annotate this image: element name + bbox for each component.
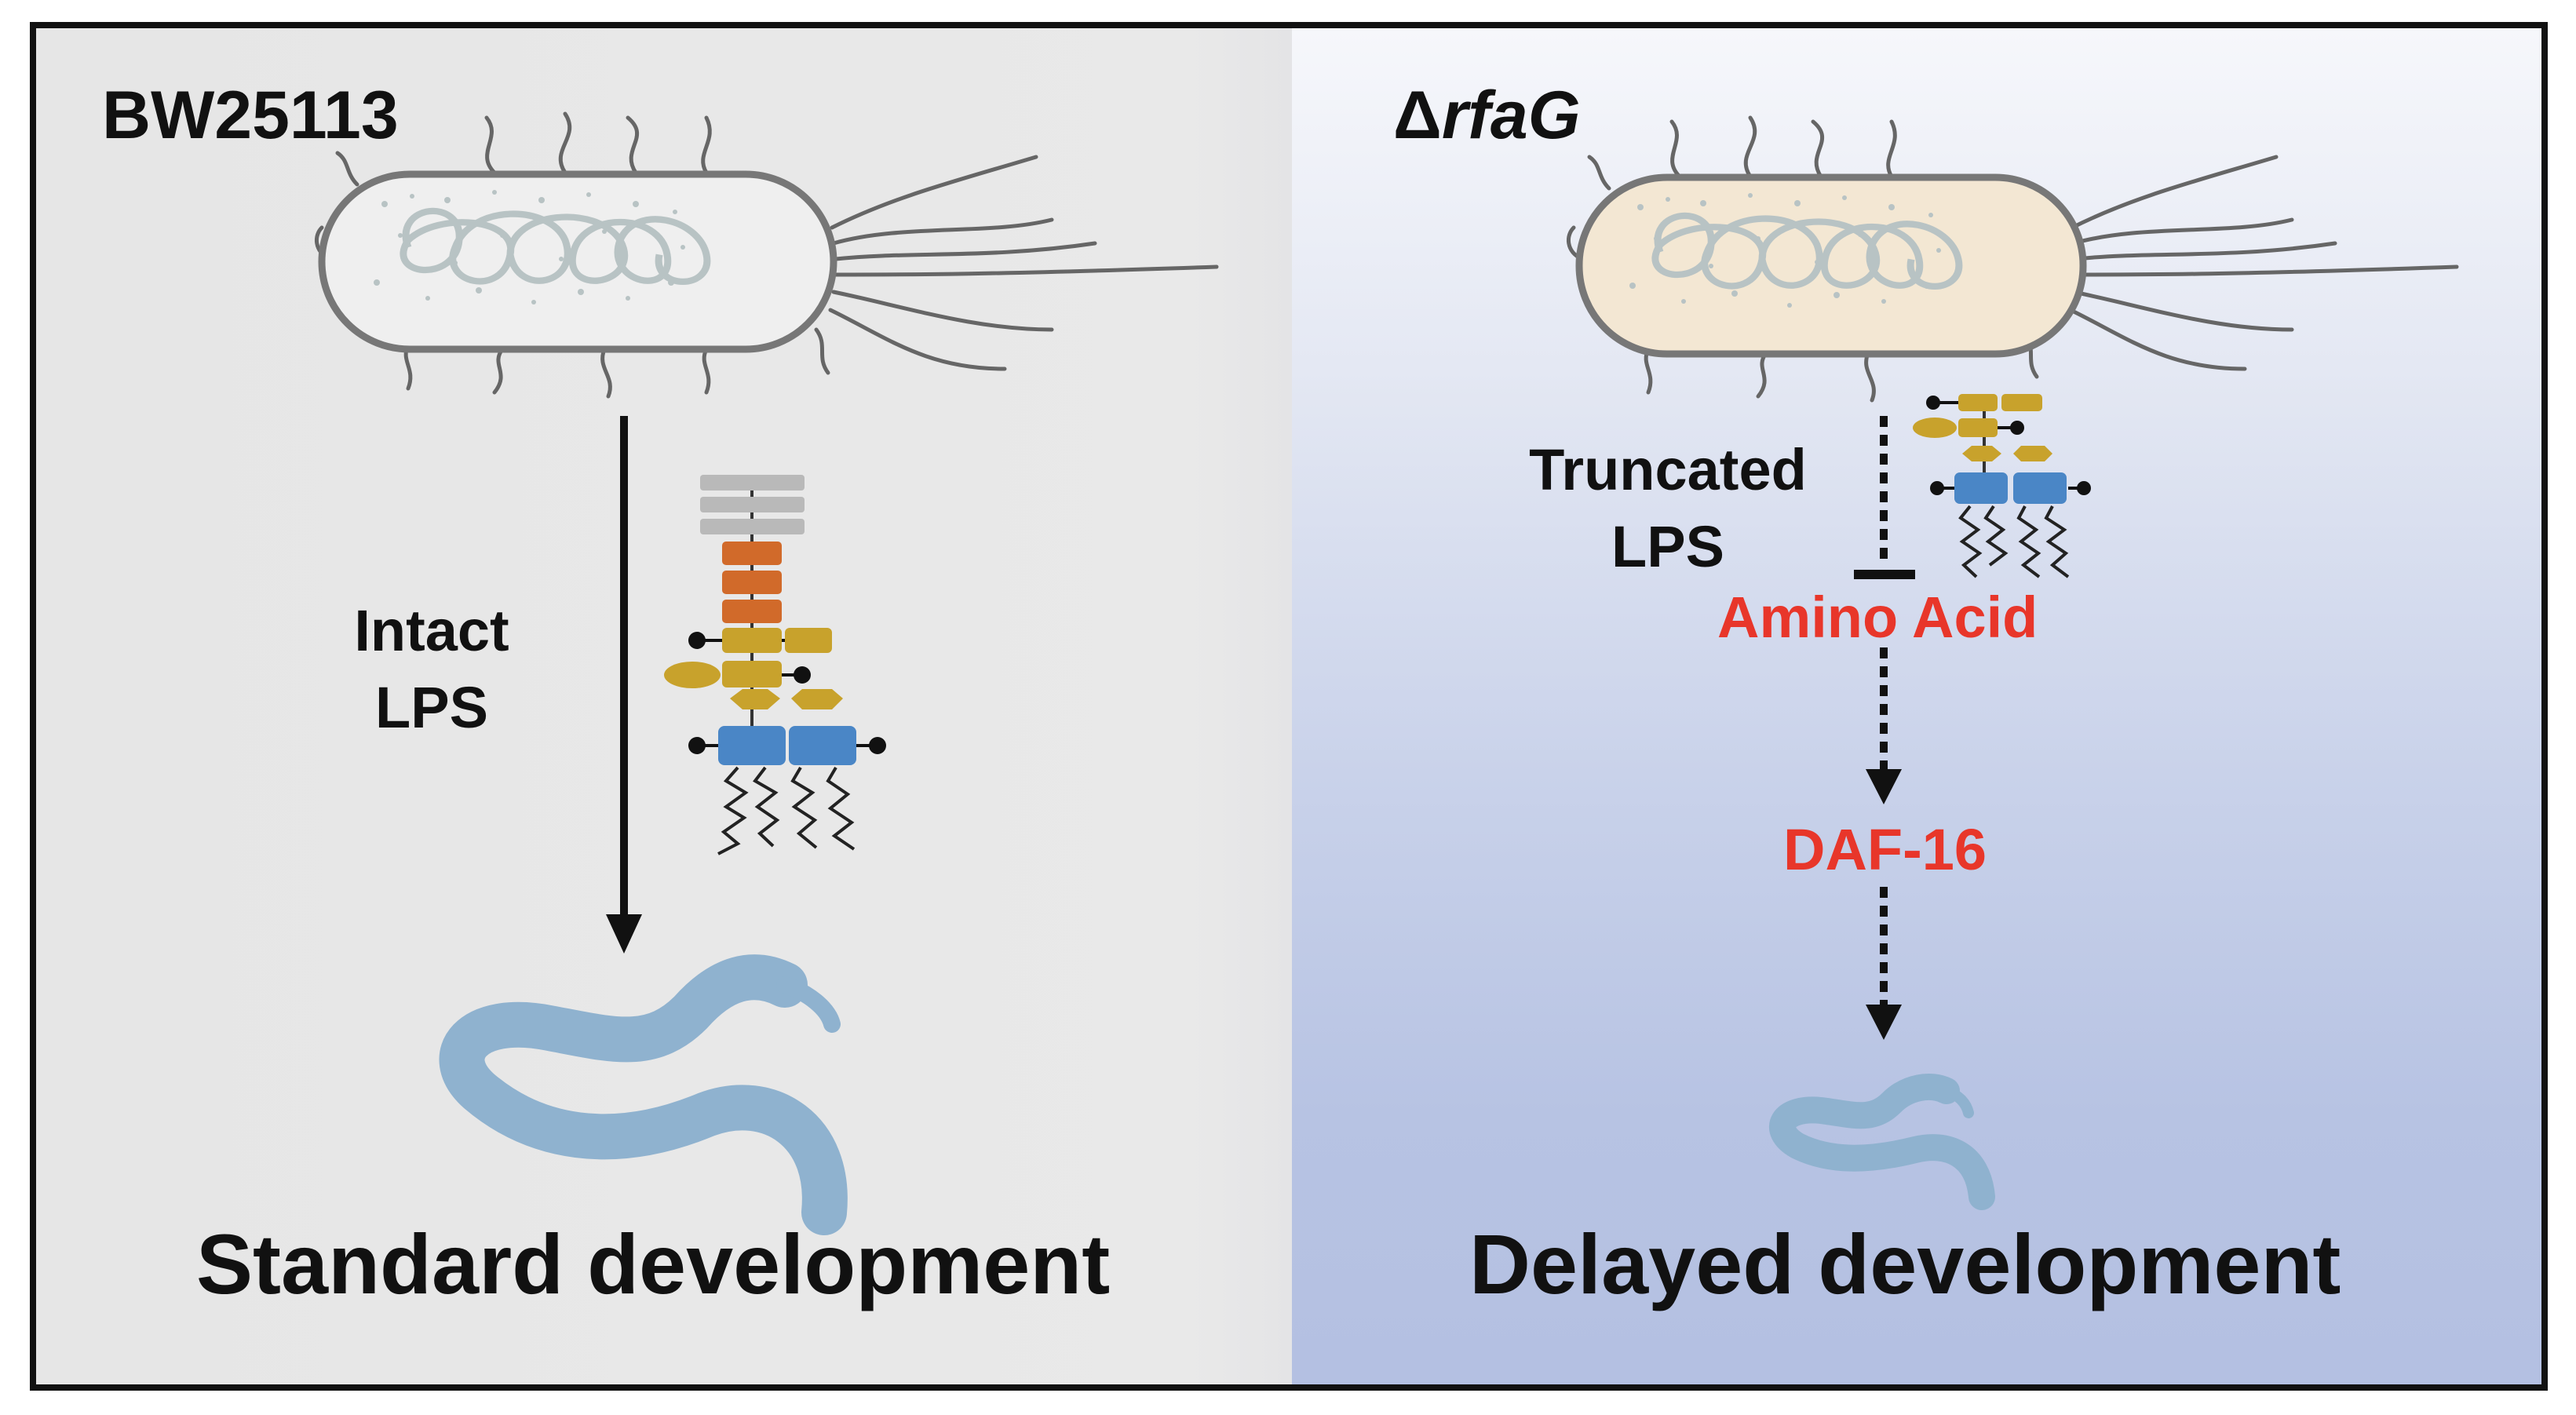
daf16-label: DAF-16: [1783, 817, 1987, 882]
gene-name: rfaG: [1441, 78, 1581, 153]
truncated-lps-label-line2: LPS: [1611, 514, 1724, 579]
intact-lps-molecule: [664, 475, 886, 855]
adult-worm: [439, 954, 848, 1235]
intact-lps-label-line1: Intact: [354, 598, 509, 663]
truncated-lps-label: Truncated LPS: [1499, 432, 1837, 585]
daf16-to-worm-arrow: [1866, 887, 1902, 1040]
amino-acid-label: Amino Acid: [1717, 585, 2038, 650]
intact-lps-label: Intact LPS: [306, 593, 557, 746]
truncated-lps-label-line1: Truncated: [1529, 437, 1807, 502]
intact-lps-label-line2: LPS: [375, 675, 488, 740]
amino-acid-to-daf16-arrow: [1866, 647, 1902, 804]
intact-lps-arrow: [606, 416, 642, 954]
delta-symbol: Δ: [1393, 78, 1442, 153]
wild-type-bacterium: [314, 111, 1219, 399]
mutant-strain-label: ΔrfaG: [1393, 77, 1581, 155]
delayed-worm: [1769, 1074, 1995, 1210]
wild-type-strain-label: BW25113: [102, 78, 399, 153]
delayed-development-label: Delayed development: [1469, 1216, 2341, 1311]
truncated-lps-inhibition: [1854, 416, 1915, 579]
standard-development-label: Standard development: [196, 1216, 1111, 1311]
rfag-mutant-bacterium: [1566, 115, 2459, 403]
truncated-lps-molecule: [1913, 394, 2091, 578]
